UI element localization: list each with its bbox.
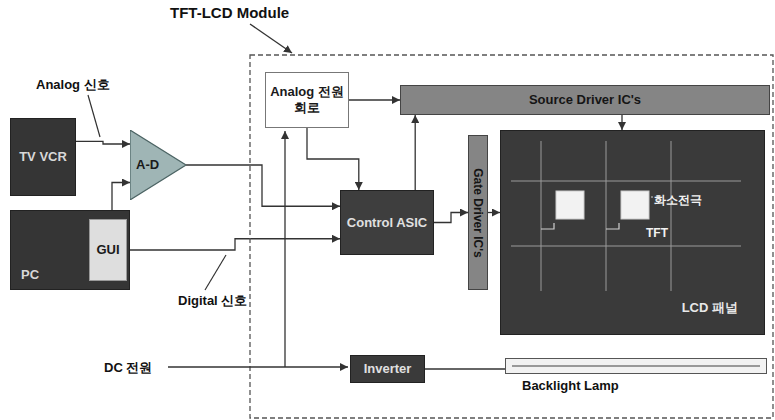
node-label: Source Driver IC's: [525, 90, 645, 110]
signal-connector: [112, 183, 130, 211]
node-label: PC: [17, 265, 43, 285]
node-label: LCD 패널: [678, 298, 742, 318]
node-label: Backlight Lamp: [518, 376, 623, 396]
signal-leader: [88, 95, 100, 137]
signal-connector: [349, 99, 400, 100]
backlight-lamp: Backlight Lamp: [505, 358, 767, 374]
driver-bar: Gate Driver IC's: [468, 135, 488, 290]
driver-bar: Source Driver IC's: [400, 85, 770, 115]
signal-connector: [488, 212, 500, 213]
dc-power-wire: [284, 131, 285, 367]
gui-window: GUI: [89, 219, 127, 281]
node-label: Gate Driver IC's: [469, 164, 487, 262]
pixel-electrode: [556, 191, 584, 219]
annotation-label: TFT-LCD Module: [170, 4, 289, 21]
converter-triangle: A-D: [130, 130, 186, 200]
signal-connector: [425, 368, 505, 369]
signal-connector: [130, 239, 340, 250]
inverter-box: Inverter: [350, 355, 425, 383]
signal-leader: [205, 255, 226, 290]
signal-connector: [621, 115, 622, 130]
source-device: PC GUI: [10, 210, 130, 290]
node-label: Control ASIC: [343, 213, 431, 233]
lamp-tube: [512, 365, 760, 367]
annotation-label: DC 전원: [104, 359, 152, 377]
annotation-label: 화소전극: [654, 192, 702, 209]
annotation-label: TFT: [646, 226, 668, 240]
node-label: TV VCR: [15, 147, 71, 167]
node-label: Analog 전원회로: [266, 82, 348, 117]
lcd-panel: LCD 패널: [500, 130, 765, 335]
node-label: GUI: [92, 240, 123, 260]
title-leader: [250, 24, 292, 53]
annotation-label: Digital 신호: [178, 292, 247, 310]
signal-connector: [307, 128, 359, 190]
node-label: A-D: [130, 155, 163, 175]
signal-connector: [186, 165, 340, 206]
controller-box: Control ASIC: [340, 190, 434, 255]
annotation-label: Analog 신호: [36, 76, 110, 94]
signal-connector: [415, 115, 416, 190]
power-circuit-box: Analog 전원회로: [265, 72, 349, 128]
node-label: Inverter: [360, 359, 416, 379]
source-device: TV VCR: [10, 118, 76, 196]
signal-connector: [434, 213, 468, 223]
dc-power-wire: [168, 366, 348, 367]
module-boundary: [250, 55, 773, 418]
pixel-electrode: [621, 191, 649, 219]
signal-connector: [76, 141, 130, 144]
